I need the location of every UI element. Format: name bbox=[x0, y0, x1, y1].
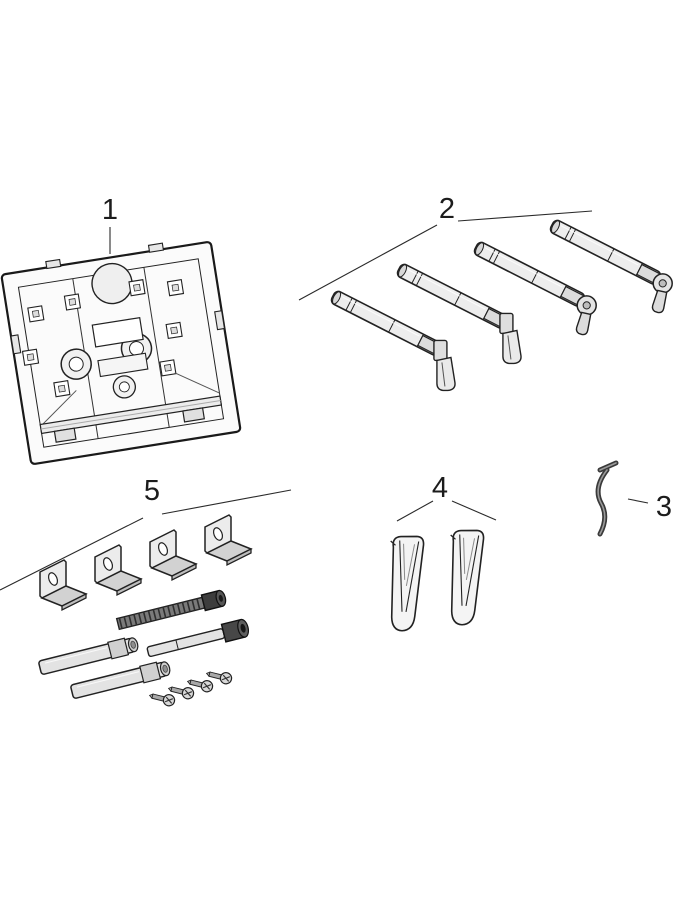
leader-line-5-left bbox=[0, 517, 144, 591]
wall-bracket-2 bbox=[94, 544, 142, 596]
threaded-rod bbox=[116, 590, 227, 632]
part-label-group-3: 3 bbox=[627, 491, 672, 523]
hex-sleeve-2 bbox=[69, 658, 173, 701]
wall-bracket-1 bbox=[39, 559, 87, 611]
part-label-5: 5 bbox=[144, 475, 160, 507]
leader-line-2-right bbox=[457, 210, 593, 222]
part-1-mounting-frame-plate bbox=[0, 241, 242, 465]
spring-clip-1 bbox=[385, 534, 425, 633]
actuating-rod-3 bbox=[461, 237, 612, 342]
part-label-3: 3 bbox=[656, 491, 672, 523]
frame-square-holes bbox=[21, 279, 185, 398]
part-label-4: 4 bbox=[432, 472, 448, 504]
part-label-group-2: 2 bbox=[298, 193, 593, 301]
part-label-2: 2 bbox=[439, 193, 455, 225]
spring-clip-2 bbox=[445, 528, 485, 627]
leader-line-5-right bbox=[161, 489, 292, 515]
part-label-1: 1 bbox=[102, 194, 118, 226]
small-screw-1 bbox=[147, 689, 177, 708]
hex-sleeve-1 bbox=[37, 634, 141, 677]
part-label-group-5: 5 bbox=[0, 475, 292, 591]
wall-bracket-4 bbox=[204, 514, 252, 566]
leader-line-4-right bbox=[451, 500, 497, 521]
socket-head-bolt bbox=[145, 617, 251, 662]
part-3-hook-rod bbox=[595, 460, 619, 537]
part-label-group-1: 1 bbox=[102, 194, 118, 254]
part-4-spring-clips bbox=[385, 528, 485, 633]
part-5-fixing-set bbox=[37, 514, 252, 708]
leader-line-2-left bbox=[298, 224, 438, 301]
part-label-group-4: 4 bbox=[396, 472, 497, 522]
actuating-rod-4 bbox=[537, 215, 680, 320]
leader-line-4-left bbox=[396, 500, 434, 522]
part-2-actuating-rods bbox=[316, 215, 680, 399]
wall-bracket-3 bbox=[149, 529, 197, 581]
leader-line-3 bbox=[627, 498, 649, 504]
